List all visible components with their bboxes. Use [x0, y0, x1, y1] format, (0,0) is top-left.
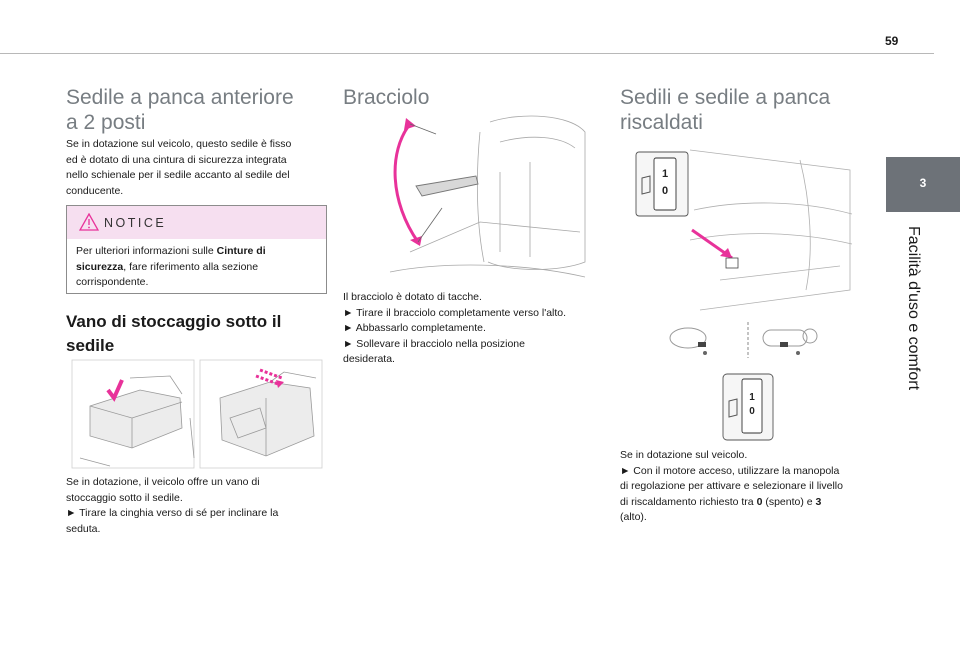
text-line: ► Con il motore acceso, utilizzare la ma…	[620, 464, 840, 477]
text-line: (alto).	[620, 511, 647, 523]
section-title-armrest: Bracciolo	[343, 86, 430, 109]
heating-dial-closeup: 1 0	[722, 373, 774, 441]
heated-seats-instructions: Se in dotazione sul veicolo. ► Con il mo…	[620, 448, 885, 526]
section-title-heated-seats: Sedili e sedile a panca riscaldati	[620, 85, 830, 135]
armrest-illustration	[380, 112, 595, 282]
steering-position-icons	[668, 320, 828, 360]
title-line: sedile	[66, 336, 115, 355]
text-line: desiderata.	[343, 353, 395, 365]
text-line: Se in dotazione sul veicolo.	[620, 449, 748, 461]
level-off-value: 0	[756, 495, 763, 508]
text-line: Se in dotazione, il veicolo offre un van…	[66, 476, 260, 488]
text-line: stoccaggio sotto il sedile.	[66, 491, 183, 504]
level-high-value: 3	[815, 495, 822, 508]
bench-seat-description: Se in dotazione sul veicolo, questo sedi…	[66, 137, 331, 199]
dial-label-off: 0	[662, 185, 668, 197]
dial-label-high: 1	[662, 168, 668, 180]
chapter-tab-number: 3	[919, 176, 927, 190]
text-run: , fare riferimento alla sezione	[123, 260, 259, 273]
header-rule	[0, 53, 934, 54]
section-title-bench-seat: Sedile a panca anteriore a 2 posti	[66, 85, 294, 135]
dial-label-off: 0	[749, 406, 755, 417]
dial-label-high: 1	[749, 392, 755, 403]
title-line: a 2 posti	[66, 111, 146, 134]
text-run: (spento) e	[762, 495, 816, 508]
armrest-instructions: Il bracciolo è dotato di tacche. ► Tirar…	[343, 290, 608, 368]
link-seat-belts[interactable]: sicurezza	[76, 260, 124, 273]
link-seat-belts[interactable]: Cinture di	[216, 245, 266, 257]
warning-triangle-icon	[78, 212, 100, 236]
text-line: ► Tirare il bracciolo completamente vers…	[343, 306, 567, 319]
chapter-title: Facilità d'uso e comfort	[905, 226, 922, 391]
notice-title: NOTICE	[104, 216, 167, 230]
left-hand-drive-icon	[669, 327, 707, 355]
title-line: riscaldati	[620, 111, 703, 134]
storage-illustration	[70, 358, 325, 470]
text-line: seduta.	[66, 522, 101, 535]
notice-text: Per ulteriori informazioni sulle Cinture…	[76, 244, 321, 291]
text-line: Se in dotazione sul veicolo, questo sedi…	[66, 138, 292, 150]
text-line: Il bracciolo è dotato di tacche.	[343, 291, 482, 303]
text-line: ► Tirare la cinghia verso di sé per incl…	[66, 507, 279, 519]
text-run: Per ulteriori informazioni sulle	[76, 245, 217, 257]
text-run: di riscaldamento richiesto tra	[620, 495, 757, 508]
text-line: di regolazione per attivare e selezionar…	[620, 480, 843, 492]
text-line: ► Abbassarlo completamente.	[343, 322, 486, 334]
text-line: ed è dotato di una cintura di sicurezza …	[66, 153, 287, 166]
page-number: 59	[885, 34, 899, 48]
title-line: Vano di stoccaggio sotto il	[66, 312, 282, 331]
notice-header: NOTICE	[67, 206, 326, 239]
title-line: Sedili e sedile a panca	[620, 86, 831, 109]
title-line: Sedile a panca anteriore	[66, 86, 294, 109]
heated-seat-illustration: 1 0	[620, 140, 860, 320]
storage-instructions: Se in dotazione, il veicolo offre un van…	[66, 475, 331, 537]
text-run: corrispondente.	[76, 276, 149, 288]
text-line: conducente.	[66, 184, 124, 197]
subsection-title-storage: Vano di stoccaggio sotto il sedile	[66, 310, 281, 358]
text-line: nello schienale per il sedile accanto al…	[66, 169, 290, 181]
text-line: ► Sollevare il bracciolo nella posizione	[343, 337, 525, 350]
chapter-tab[interactable]: 3	[886, 157, 960, 212]
right-hand-drive-icon	[762, 328, 818, 355]
notice-box: NOTICE Per ulteriori informazioni sulle …	[66, 205, 327, 294]
